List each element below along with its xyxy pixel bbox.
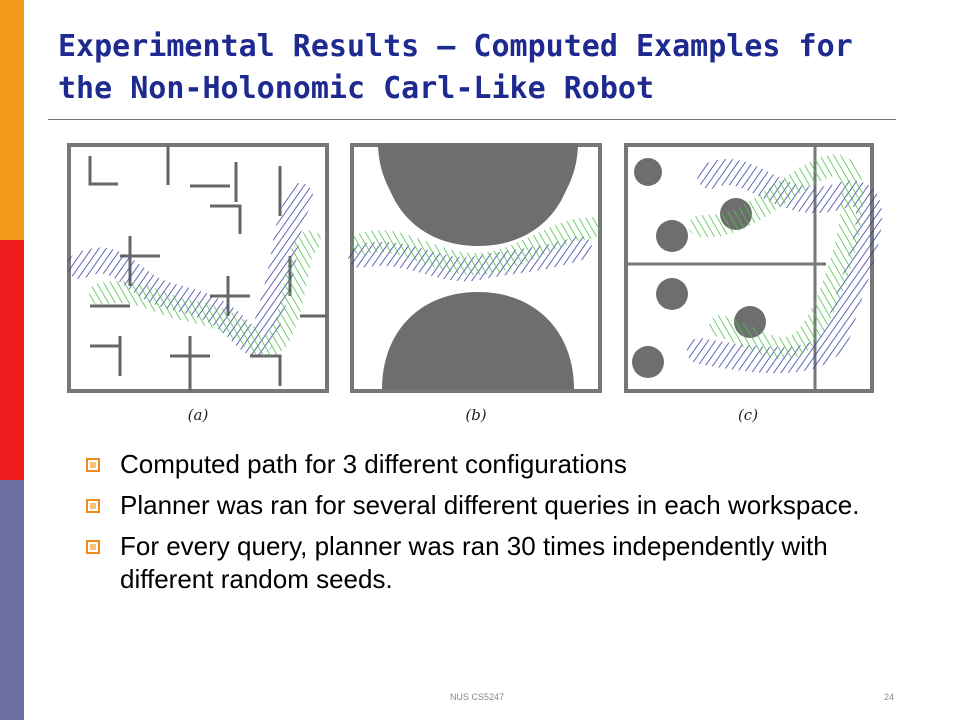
side-accent-bar-red <box>0 240 24 480</box>
bullet-text: Planner was ran for several different qu… <box>120 490 860 520</box>
square-bullet-icon <box>86 458 100 472</box>
figure-label-b: (b) <box>465 406 487 424</box>
bullet-text: Computed path for 3 different configurat… <box>120 449 627 479</box>
page-number: 24 <box>884 692 895 702</box>
figure-image <box>67 143 882 393</box>
bullet-item: For every query, planner was ran 30 time… <box>84 530 884 596</box>
figure-label-c: (c) <box>737 406 759 424</box>
figure-label-a: (a) <box>187 406 209 424</box>
bullet-list: Computed path for 3 different configurat… <box>84 448 884 604</box>
bullet-text: For every query, planner was ran 30 time… <box>120 531 828 594</box>
robot-paths-figure: (a) (b) (c) <box>60 136 882 432</box>
square-bullet-icon <box>86 499 100 513</box>
side-accent-bar-slate <box>0 480 24 720</box>
title-divider <box>48 119 896 120</box>
square-bullet-icon <box>86 540 100 554</box>
panel-c <box>624 143 882 393</box>
slide-title: Experimental Results – Computed Examples… <box>58 29 853 106</box>
footer-course: NUS CS5247 <box>450 692 505 702</box>
side-accent-bar-orange <box>0 0 24 240</box>
bullet-item: Computed path for 3 different configurat… <box>84 448 884 481</box>
panel-a <box>67 143 329 393</box>
bullet-item: Planner was ran for several different qu… <box>84 489 884 522</box>
panel-b <box>348 143 602 393</box>
